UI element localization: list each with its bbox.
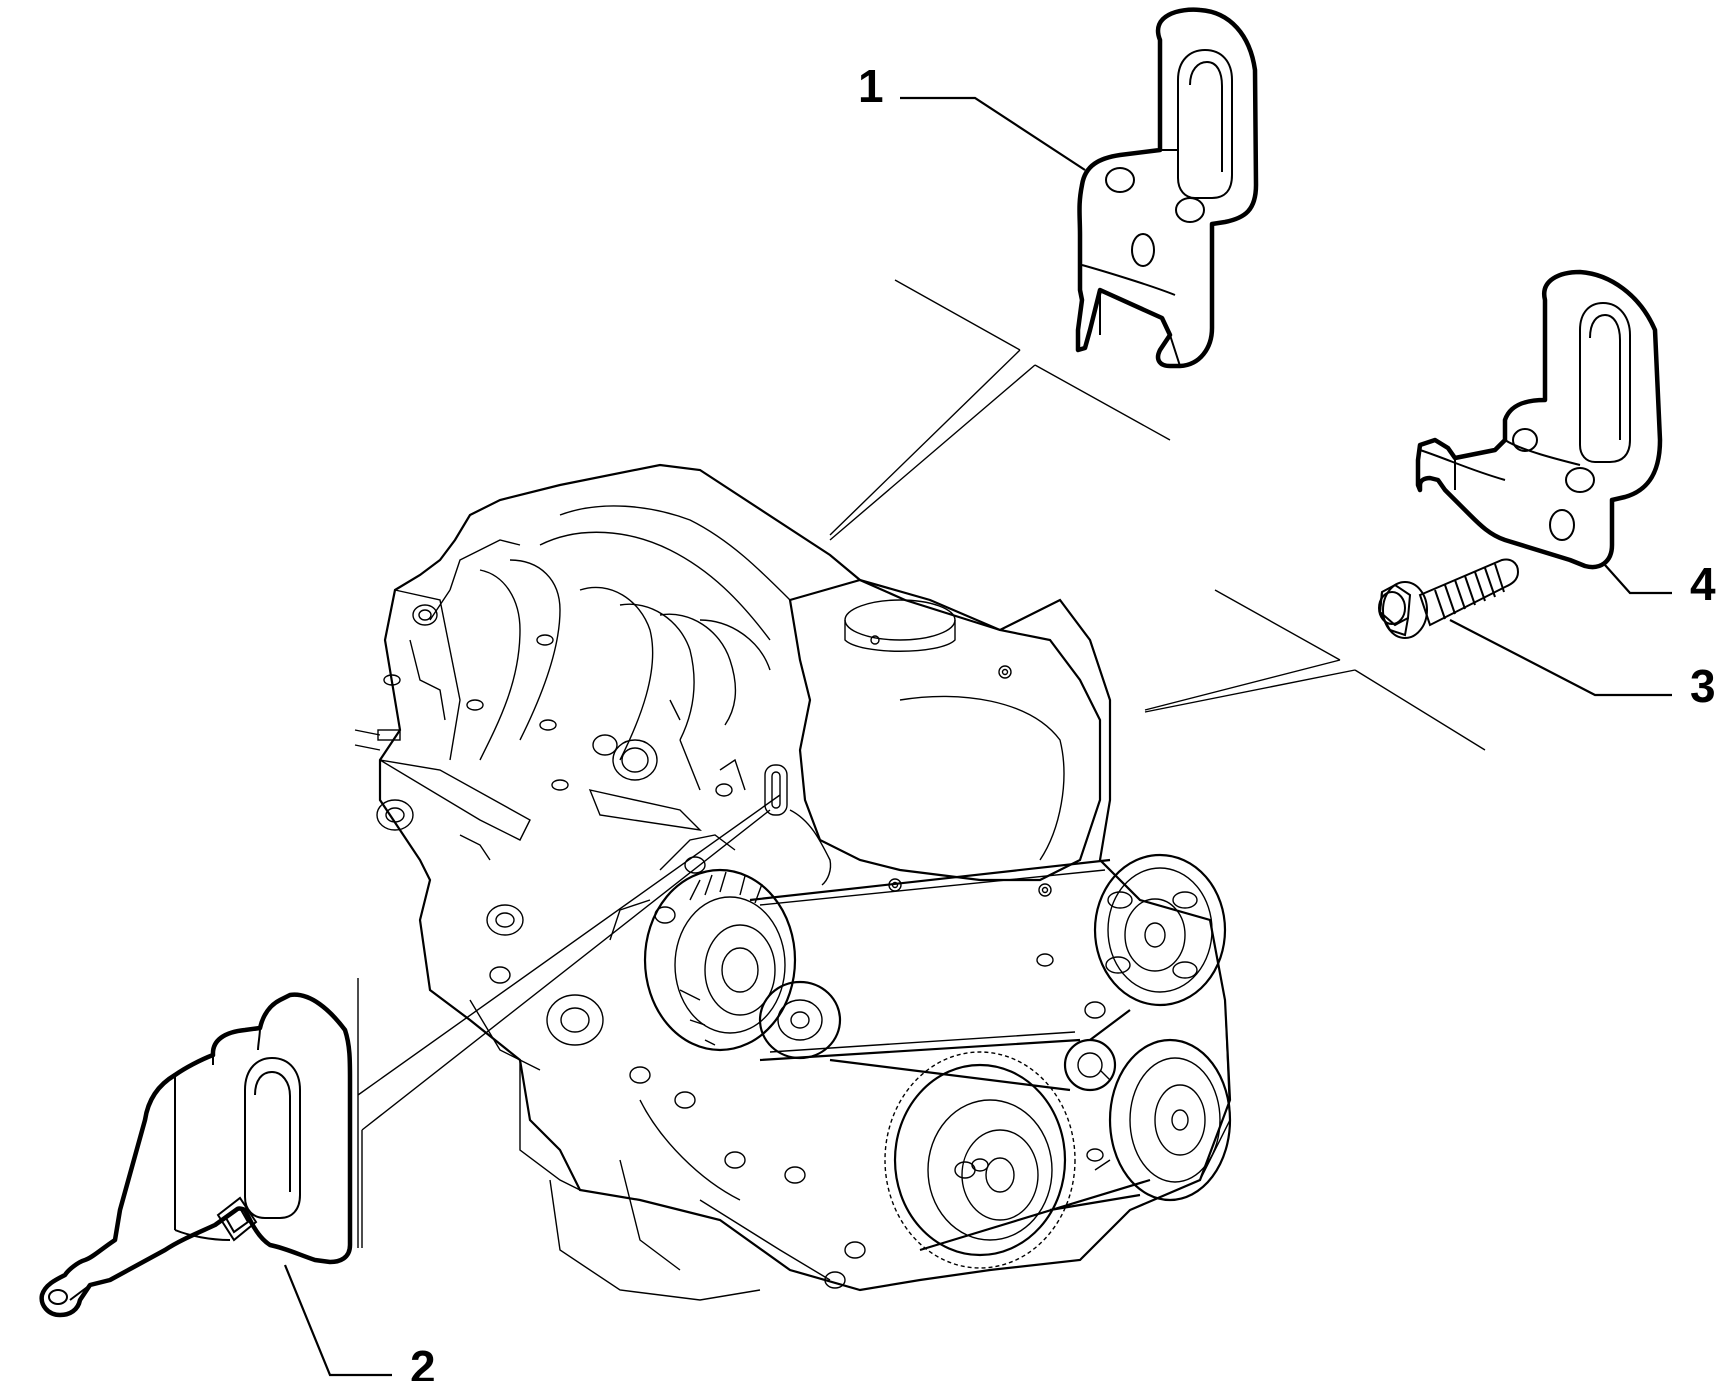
bracket-part-2 [39, 992, 353, 1318]
manifold-bolts [383, 634, 569, 791]
bracket-part-1 [1075, 7, 1259, 369]
callout-number-3: 3 [1690, 660, 1716, 712]
alternator [609, 834, 797, 1052]
callout-1: 1 [858, 60, 1086, 171]
power-steering-pulley [1093, 853, 1227, 1007]
callout-number-2: 2 [410, 1341, 436, 1381]
assembly-guide-lines [357, 279, 1486, 1248]
bolt-part-3 [1378, 558, 1520, 639]
bracket-part-4 [1415, 269, 1663, 570]
crankshaft-pulley [884, 1051, 1076, 1269]
callout-4: 4 [1604, 558, 1716, 610]
callout-3: 3 [1449, 619, 1716, 712]
callout-2: 2 [283, 1264, 436, 1381]
callout-number-1: 1 [858, 60, 884, 112]
engine-assembly [354, 463, 1232, 1301]
callout-number-4: 4 [1690, 558, 1716, 610]
